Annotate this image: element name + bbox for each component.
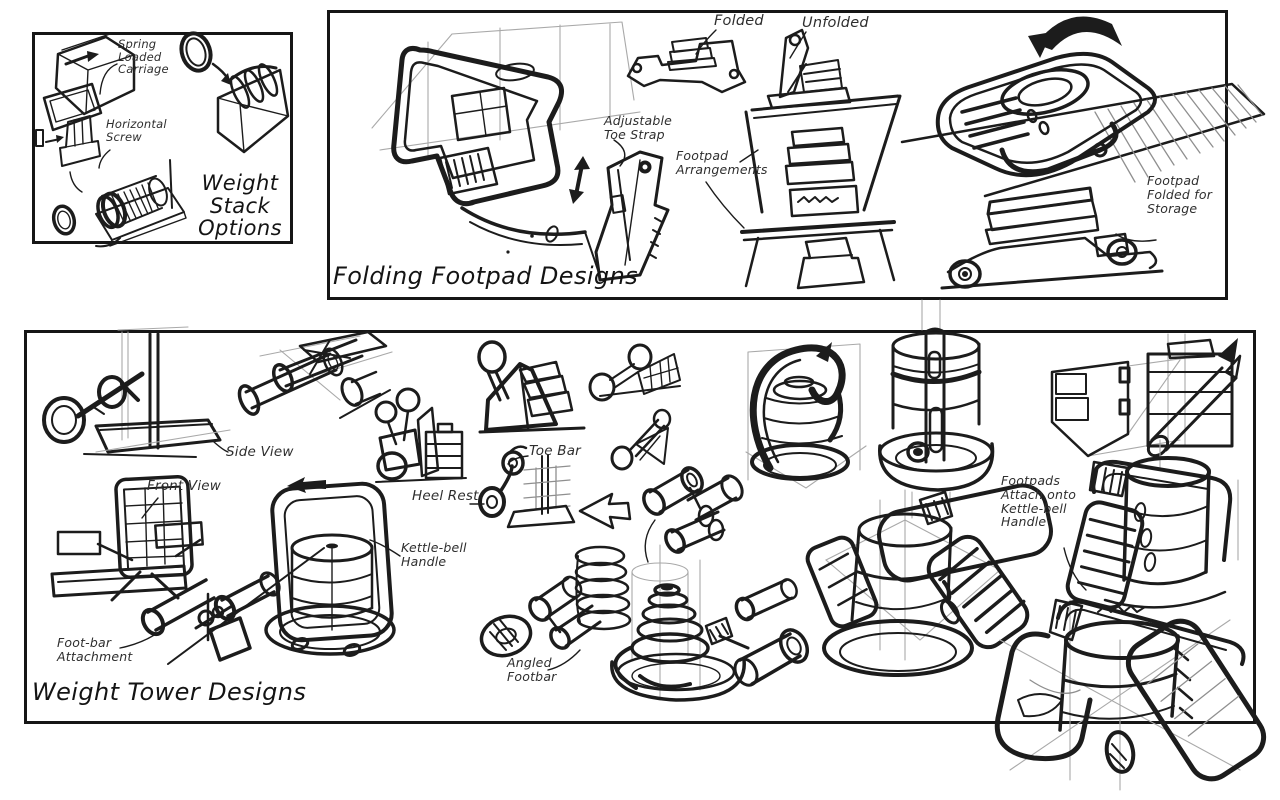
- sketch-tower-two-footpads: [805, 483, 1053, 677]
- title-weight-stack-options: Weight Stack Options: [198, 171, 282, 241]
- sketch-bottom-right-footpads: [994, 598, 1267, 791]
- label-heel-rest: Heel Rest: [412, 488, 479, 504]
- title-folding-footpad-designs: Folding Footpad Designs: [333, 262, 639, 290]
- panel-weight-tower-designs: [24, 330, 1256, 724]
- sketch-adjustable-toe-strap-bracket: [460, 139, 670, 282]
- label-folded: Folded: [714, 13, 764, 29]
- sketch-screw-cylinder: [51, 159, 187, 248]
- label-horizontal-screw: Horizontal Screw: [106, 117, 167, 144]
- sketch-flat-panels: [1050, 333, 1242, 458]
- sketch-kettlebell-and-case: [374, 387, 467, 483]
- sketch-footpads-attach-cylinder: [1063, 439, 1239, 610]
- sketch-dark-kettle-tower: [745, 342, 867, 489]
- sketch-folding-footpad-main: [371, 21, 641, 254]
- sketch-weight-plate-ring: [179, 31, 231, 85]
- sketch-cylinder-tower-post: [878, 299, 995, 519]
- sketch-cone-tower: [610, 544, 810, 702]
- sketch-left-arrow: [578, 492, 632, 530]
- title-weight-tower-designs: Weight Tower Designs: [32, 678, 307, 706]
- label-footpads-attach: Footpads Attach onto Kettle-bell Handle: [1001, 473, 1077, 530]
- panel-weight-stack-options: [32, 32, 293, 244]
- label-unfolded: Unfolded: [802, 15, 869, 31]
- sketch-foot-bar-attachment: [119, 547, 325, 665]
- sketch-spring-loaded-carriage: [42, 33, 136, 132]
- label-side-view: Side View: [226, 444, 294, 460]
- label-kettle-bell-handle: Kettle-bell Handle: [401, 540, 467, 569]
- panel-folding-footpad-designs: [327, 10, 1228, 300]
- sketch-angled-cylinder-stack: [642, 466, 744, 563]
- sketch-stand: [477, 340, 586, 434]
- sketch-footpad-machine: [900, 16, 1266, 198]
- label-foot-bar-attachment: Foot-bar Attachment: [57, 635, 133, 664]
- sketch-unfolded-bracket: [766, 28, 852, 110]
- sketch-angle-piece: [610, 408, 672, 471]
- sketch-kettlebell-handle-tower: [264, 481, 401, 657]
- label-footpad-folded-for-storage: Footpad Folded for Storage: [1147, 173, 1213, 216]
- sketch-coil-stack: [574, 545, 632, 631]
- label-front-view: Front View: [147, 478, 222, 494]
- sketch-folded-bracket: [626, 29, 747, 94]
- label-adjustable-toe-strap: Adjustable Toe Strap: [604, 113, 673, 142]
- label-footpad-arrangements: Footpad Arrangements: [676, 148, 768, 177]
- sketch-dumbbell-grid: [588, 343, 681, 402]
- label-angled-footbar: Angled Footbar: [507, 655, 557, 684]
- label-toe-bar: Toe Bar: [529, 443, 581, 459]
- sketch-footpad-arrangements: [705, 94, 902, 290]
- sketch-side-view-machine: [42, 326, 231, 458]
- sketch-front-view-machine: [50, 474, 204, 602]
- label-spring-loaded-carriage: Spring Loaded Carriage: [118, 37, 169, 77]
- sketch-angled-footbar: [479, 575, 602, 671]
- sketch-cylinder-cluster: [237, 330, 393, 493]
- sketch-horizontal-screw-mechanism: [35, 115, 111, 193]
- sketch-disc-stack: [216, 63, 290, 154]
- sketch-heel-rest-figure: [469, 445, 576, 529]
- sketch-footpad-folded-storage: [940, 186, 1164, 290]
